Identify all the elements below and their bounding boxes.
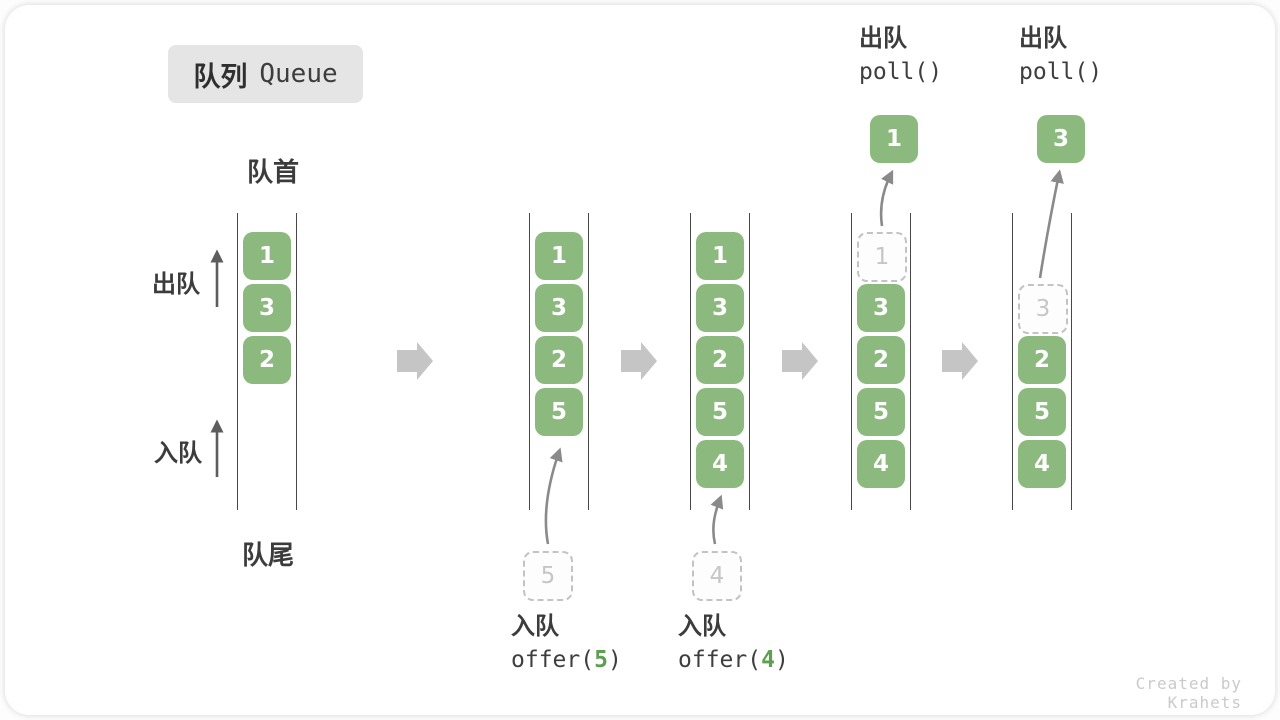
queue-cell: 5: [535, 388, 583, 436]
polled-result-cell: 3: [1037, 115, 1085, 163]
operation-code: offer(5): [511, 647, 622, 673]
operation-label-zh: 出队: [1019, 25, 1067, 52]
queue-column-initial: [236, 213, 297, 510]
queue-cell: 4: [696, 440, 744, 488]
queue-cell: 5: [696, 388, 744, 436]
queue-cell: 5: [1018, 388, 1066, 436]
watermark: Created by Krahets: [1135, 674, 1242, 712]
operation-label-zh: 入队: [511, 613, 559, 640]
operation-arg-accent: 5: [594, 647, 608, 673]
queue-cell: 1: [696, 232, 744, 280]
block-arrow-icon: [621, 342, 657, 380]
operation-label: 入队 offer(5): [511, 612, 622, 678]
queue-column-after-poll-1: [850, 213, 911, 510]
staged-cell: 4: [692, 551, 742, 601]
operation-code: offer(4): [678, 647, 789, 673]
dequeue-3-arrow-icon: [1038, 169, 1064, 279]
block-arrow-icon: [397, 342, 433, 380]
queue-column-after-offer-5: [528, 213, 589, 510]
queue-cell: 3: [696, 284, 744, 332]
diagram-title-box: 队列 Queue: [168, 45, 363, 103]
operation-code: poll(): [1019, 59, 1103, 85]
block-arrow-icon: [782, 342, 818, 380]
queue-cell: 2: [696, 336, 744, 384]
queue-front-label: 队首: [246, 157, 299, 187]
operation-label: 出队 poll(): [1019, 24, 1102, 90]
queue-cell: 2: [243, 336, 291, 384]
block-arrow-icon: [942, 342, 978, 380]
queue-cell: 2: [857, 336, 905, 384]
queue-cell-dashed: 1: [857, 232, 907, 282]
queue-column-after-offer-4: [689, 213, 750, 510]
queue-cell: 4: [1018, 440, 1066, 488]
queue-cell: 5: [857, 388, 905, 436]
enqueue-side-label: 入队: [154, 440, 202, 467]
operation-label-zh: 出队: [859, 25, 907, 52]
operation-code: poll(): [859, 59, 943, 85]
queue-cell: 2: [535, 336, 583, 384]
title-en: Queue: [259, 59, 338, 89]
queue-cell-dashed: 3: [1018, 284, 1068, 334]
operation-label: 入队 offer(4): [678, 612, 789, 678]
enqueue-5-arrow-icon: [544, 447, 563, 545]
operation-label-zh: 入队: [678, 613, 726, 640]
state-transition-arrows: [397, 342, 978, 380]
operation-arg-accent: 4: [761, 647, 775, 673]
queue-cell: 1: [535, 232, 583, 280]
queue-cell: 4: [857, 440, 905, 488]
enqueue-4-arrow-icon: [710, 494, 724, 545]
queue-rear-label: 队尾: [241, 540, 294, 570]
queue-cell: 3: [243, 284, 291, 332]
dequeue-side-label: 出队: [152, 271, 200, 298]
operation-label: 出队 poll(): [859, 24, 942, 90]
queue-column-after-poll-3: [1011, 213, 1072, 510]
queue-cell: 3: [535, 284, 583, 332]
staged-cell: 5: [523, 551, 573, 601]
dequeue-1-arrow-icon: [879, 169, 894, 227]
polled-result-cell: 1: [870, 115, 918, 163]
title-zh: 队列: [193, 61, 248, 92]
queue-cell: 2: [1018, 336, 1066, 384]
queue-cell: 1: [243, 232, 291, 280]
queue-cell: 3: [857, 284, 905, 332]
